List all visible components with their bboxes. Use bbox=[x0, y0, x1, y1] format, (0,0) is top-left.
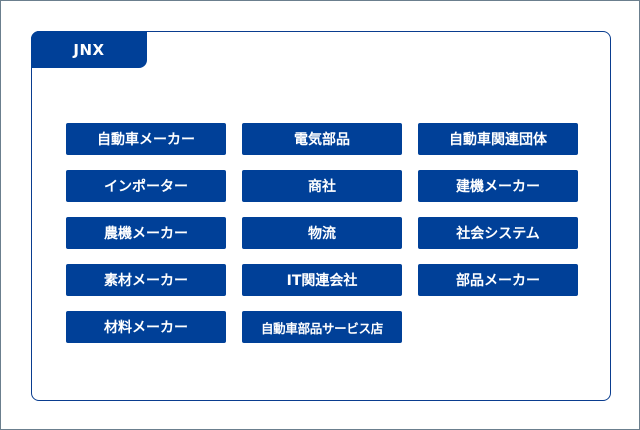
category-button-importer[interactable]: インポーター bbox=[66, 170, 226, 202]
category-button-auto-parts-service[interactable]: 自動車部品サービス店 bbox=[242, 311, 402, 343]
category-panel: JNX 自動車メーカー 電気部品 自動車関連団体 インポーター 商社 建機メーカ… bbox=[31, 31, 611, 401]
category-button-trading-company[interactable]: 商社 bbox=[242, 170, 402, 202]
category-button-parts-maker[interactable]: 部品メーカー bbox=[418, 264, 578, 296]
category-button-agricultural-machinery[interactable]: 農機メーカー bbox=[66, 217, 226, 249]
category-button-automaker[interactable]: 自動車メーカー bbox=[66, 123, 226, 155]
category-button-social-systems[interactable]: 社会システム bbox=[418, 217, 578, 249]
category-button-it-company[interactable]: IT関連会社 bbox=[242, 264, 402, 296]
category-button-auto-associations[interactable]: 自動車関連団体 bbox=[418, 123, 578, 155]
category-button-materials-maker[interactable]: 素材メーカー bbox=[66, 264, 226, 296]
category-button-logistics[interactable]: 物流 bbox=[242, 217, 402, 249]
panel-tab-jnx: JNX bbox=[31, 31, 147, 68]
category-button-material-maker[interactable]: 材料メーカー bbox=[66, 311, 226, 343]
category-button-construction-machinery[interactable]: 建機メーカー bbox=[418, 170, 578, 202]
category-button-electrical-parts[interactable]: 電気部品 bbox=[242, 123, 402, 155]
category-grid: 自動車メーカー 電気部品 自動車関連団体 インポーター 商社 建機メーカー 農機… bbox=[66, 123, 578, 343]
